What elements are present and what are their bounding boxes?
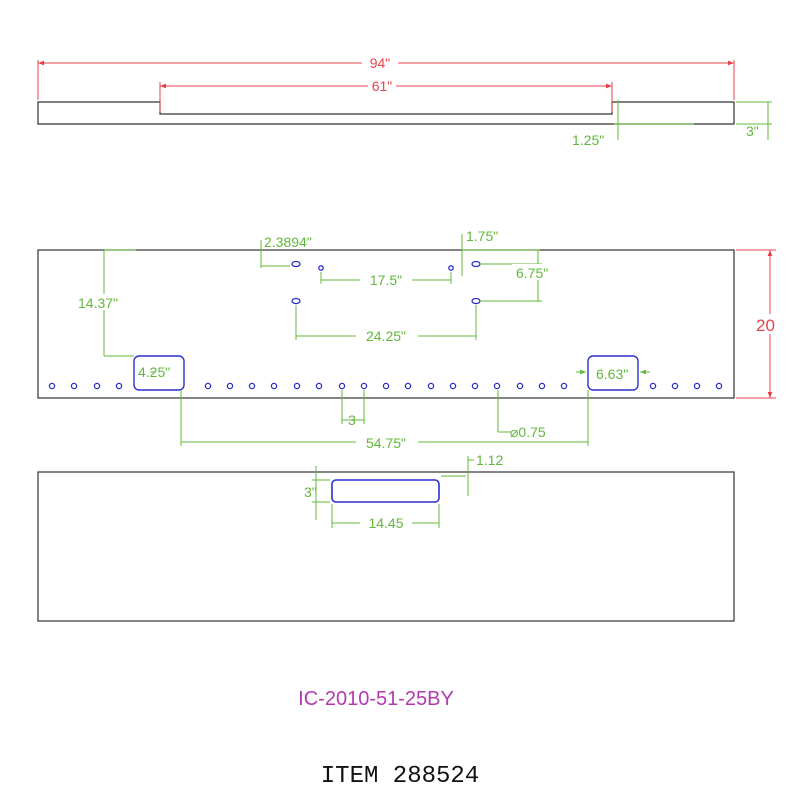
hole bbox=[693, 382, 701, 390]
bottom-view-outline bbox=[37, 471, 735, 622]
mount-hole bbox=[318, 265, 324, 271]
hole bbox=[338, 382, 346, 390]
cutout-length-label: 61" bbox=[372, 78, 393, 94]
mount-hole bbox=[471, 260, 481, 268]
hole bbox=[715, 382, 723, 390]
hole bbox=[315, 382, 323, 390]
hole bbox=[382, 382, 390, 390]
left-offset-label: 2.3894" bbox=[264, 234, 312, 250]
hole bbox=[449, 382, 457, 390]
hole bbox=[538, 382, 546, 390]
mount-hole bbox=[448, 265, 454, 271]
mount-hole bbox=[291, 260, 301, 268]
left-height-label: 14.37" bbox=[78, 295, 118, 311]
panel-height-label: 20 bbox=[756, 316, 775, 335]
hole bbox=[560, 382, 568, 390]
right-slot-width-label: 6.63" bbox=[596, 366, 628, 382]
left-slot bbox=[133, 355, 185, 391]
item-label: ITEM 288524 bbox=[321, 763, 479, 790]
hole bbox=[404, 382, 412, 390]
slot-height-label: 3" bbox=[304, 484, 317, 500]
hole bbox=[226, 382, 234, 390]
hole bbox=[471, 382, 479, 390]
hole bbox=[93, 382, 101, 390]
inner-spacing-label: 17.5" bbox=[370, 272, 402, 288]
slot-length-label: 14.45 bbox=[368, 515, 403, 531]
overall-length-label: 94" bbox=[370, 55, 391, 71]
hole bbox=[649, 382, 657, 390]
hole-row bbox=[48, 382, 723, 390]
top-view-outline bbox=[37, 101, 735, 125]
hole bbox=[293, 382, 301, 390]
outer-spacing-label: 24.25" bbox=[366, 328, 406, 344]
vertical-spacing-label: 6.75" bbox=[516, 265, 548, 281]
bottom-slot bbox=[331, 479, 440, 503]
right-offset-label: 1.75" bbox=[466, 228, 498, 244]
right-slot bbox=[587, 355, 639, 391]
hole bbox=[360, 382, 368, 390]
hole bbox=[204, 382, 212, 390]
slot-offset-label: 1.12 bbox=[476, 452, 503, 468]
part-number: IC-2010-51-25BY bbox=[298, 688, 454, 710]
hole bbox=[115, 382, 123, 390]
front-view: 4.25" 6.63" 2.3894" 1.75" 17.5" 6.75" bbox=[37, 228, 786, 451]
hole bbox=[671, 382, 679, 390]
hole bbox=[270, 382, 278, 390]
slot-spacing-label: 54.75" bbox=[366, 435, 406, 451]
hole bbox=[516, 382, 524, 390]
mount-hole bbox=[291, 297, 301, 305]
hole bbox=[427, 382, 435, 390]
bottom-view: 3" 1.12 14.45 bbox=[37, 452, 735, 622]
hole-pitch-label: 3 bbox=[348, 412, 356, 428]
hole bbox=[48, 382, 56, 390]
front-view-outline bbox=[37, 249, 735, 399]
hole bbox=[248, 382, 256, 390]
hole-diameter-label: ⌀0.75 bbox=[510, 424, 546, 440]
hole bbox=[70, 382, 78, 390]
mount-hole bbox=[471, 297, 481, 305]
thickness-label: 3" bbox=[746, 123, 759, 139]
hole bbox=[493, 382, 501, 390]
step-depth-label: 1.25" bbox=[572, 132, 604, 148]
top-view: 94" 61" 3" 1.25" bbox=[37, 55, 772, 148]
